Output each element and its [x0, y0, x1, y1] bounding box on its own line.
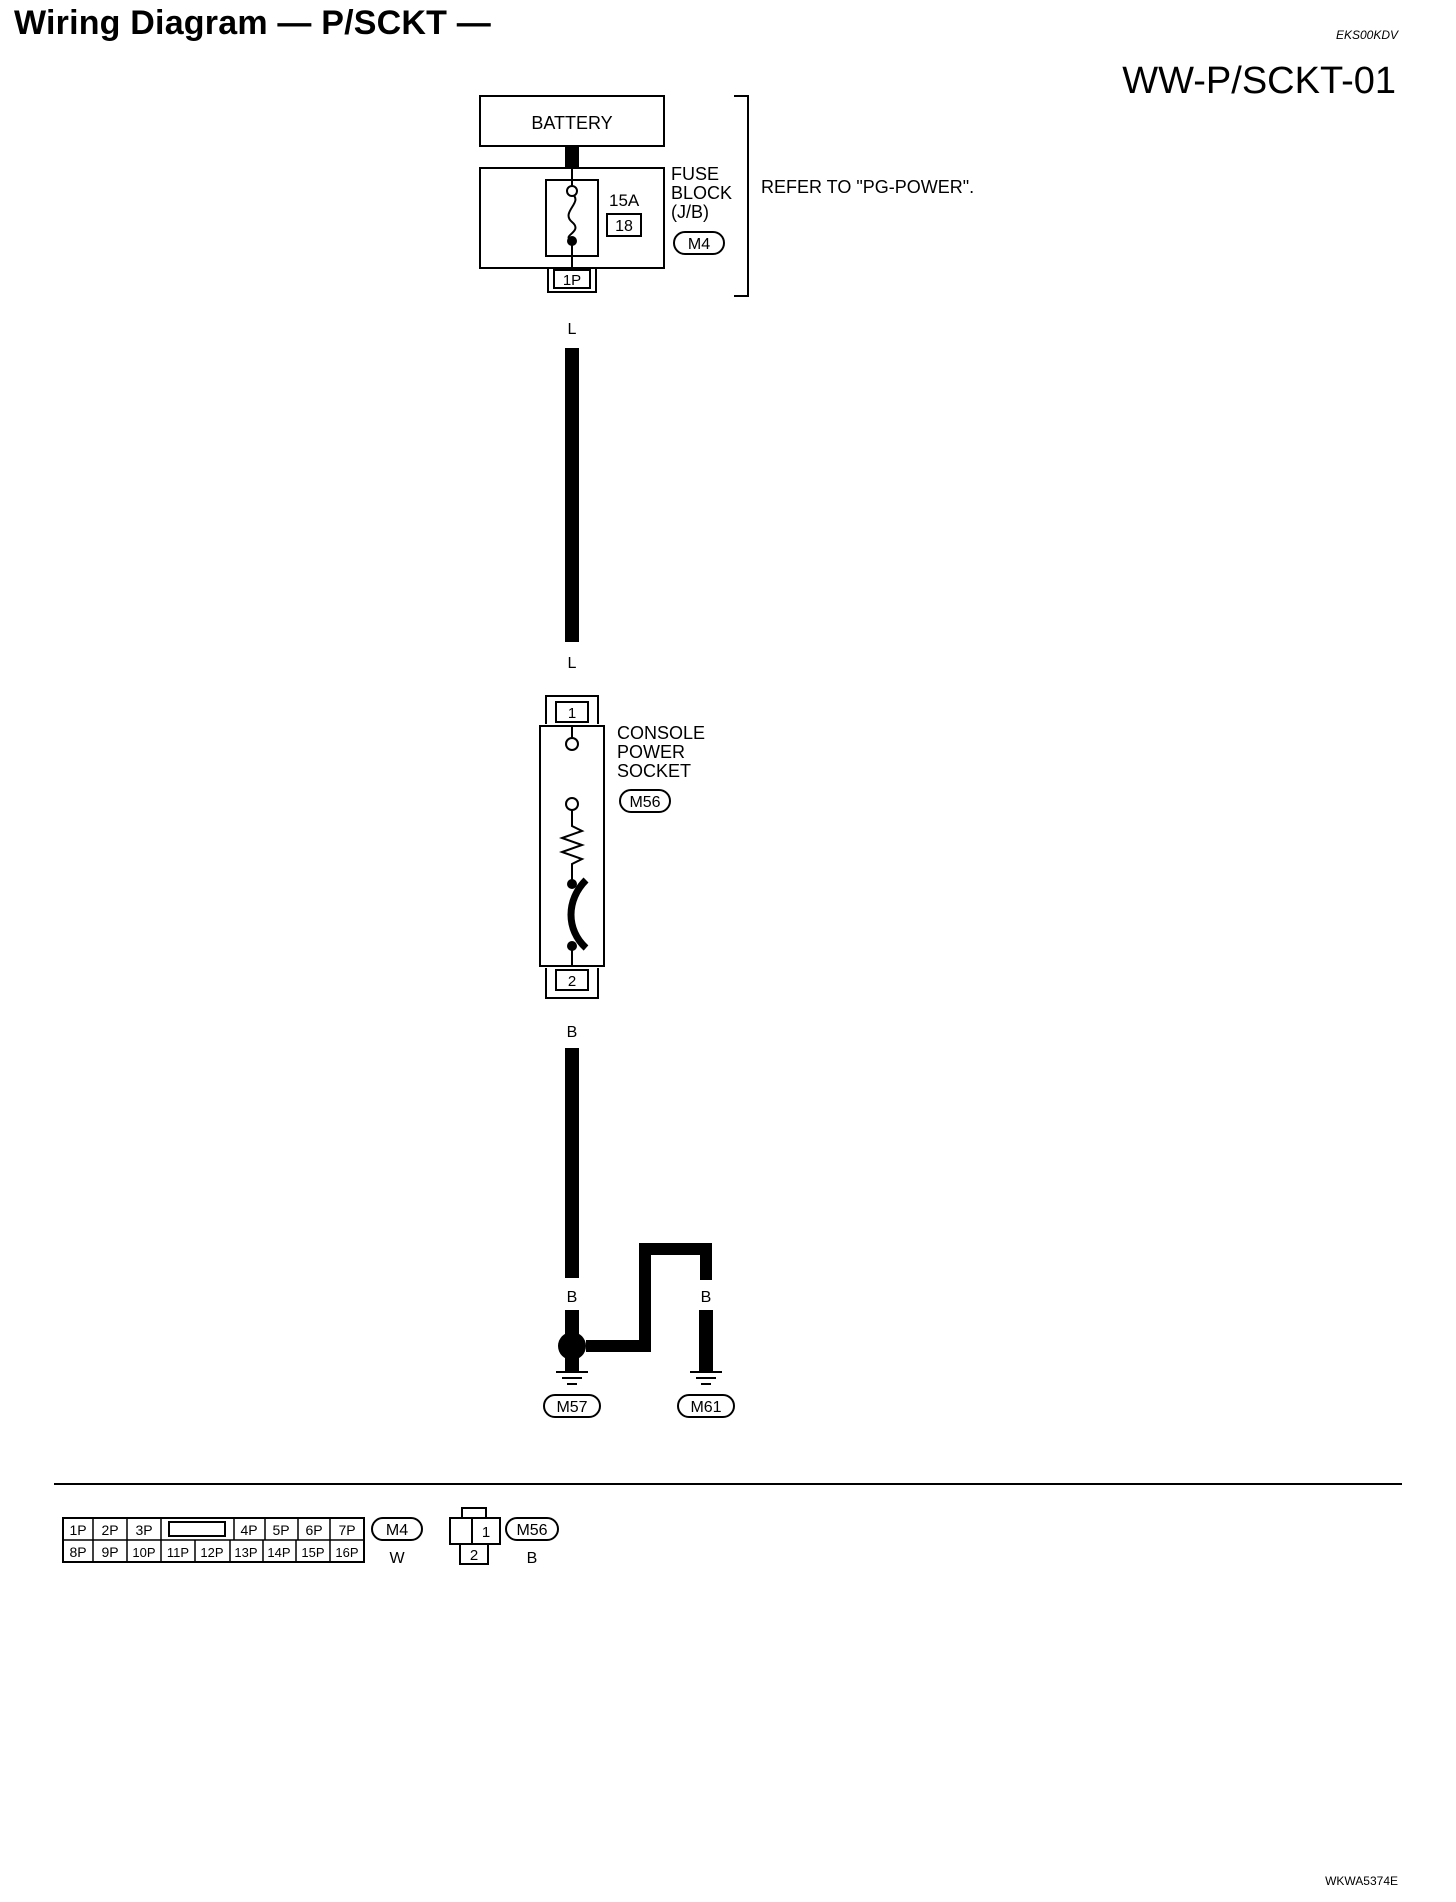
socket-terminal-bottom-housing: [545, 968, 599, 999]
ground-oval-m57: [543, 1394, 601, 1418]
socket-terminal-top-box: [555, 701, 589, 723]
m4-pin-15P: 15P: [301, 1545, 324, 1560]
m4-pin-5P: 5P: [272, 1522, 289, 1538]
m4-pin-13P: 13P: [234, 1545, 257, 1560]
socket-contact-icon: [567, 877, 589, 951]
wire-color-top: L: [568, 321, 577, 338]
socket-terminal-top: 1: [568, 705, 576, 722]
fuse-bottom-terminal: [567, 236, 577, 246]
wire-color-mid: L: [568, 655, 577, 672]
ground-jumper-wire: [586, 1243, 712, 1352]
m4-connector-oval: [371, 1517, 423, 1541]
refer-note: REFER TO "PG-POWER".: [761, 177, 974, 197]
resistor-icon: [558, 810, 586, 880]
ground-wire-right: [699, 1310, 713, 1372]
m4-pin-4P: 4P: [240, 1522, 257, 1538]
refer-bracket: [734, 95, 749, 297]
m4-pin-7P: 7P: [338, 1522, 355, 1538]
m4-connector-name: M4: [386, 1522, 408, 1539]
fuse-block-label-2: BLOCK: [671, 183, 732, 203]
battery-label: BATTERY: [531, 113, 612, 133]
socket-label-3: SOCKET: [617, 761, 691, 781]
socket-connector-id: M56: [629, 794, 660, 811]
socket-element-top-circle: [565, 797, 579, 811]
document-code: EKS00KDV: [1335, 28, 1398, 42]
ground-icon-m61: [690, 1371, 722, 1385]
fuse-terminal-box: [553, 269, 591, 289]
socket-terminal-bottom: 2: [568, 973, 576, 990]
ground-icon-m57: [556, 1371, 588, 1385]
m56-connector-name: M56: [516, 1522, 547, 1539]
ground-wire-mid-color: B: [640, 1289, 651, 1306]
footer-code: WKWA5374E: [1325, 1874, 1398, 1888]
socket-terminal-bottom-box: [555, 969, 589, 991]
m4-pin-1P: 1P: [69, 1522, 86, 1538]
page-title: Wiring Diagram — P/SCKT —: [14, 4, 491, 42]
m56-connector-color: B: [527, 1550, 538, 1567]
m4-pin-10P: 10P: [132, 1545, 155, 1560]
battery-box: [479, 95, 665, 147]
socket-label-1: CONSOLE: [617, 723, 705, 743]
ground-wire-right-color: B: [701, 1289, 712, 1306]
fuse-block-label-3: (J/B): [671, 202, 709, 222]
m56-pin-1: 1: [482, 1524, 490, 1541]
connector-view-m4: [62, 1517, 365, 1563]
m4-pin-14P: 14P: [267, 1545, 290, 1560]
m4-pin-2P: 2P: [101, 1522, 118, 1538]
socket-terminal-top-housing: [545, 695, 599, 724]
socket-terminal-top-circle: [565, 737, 579, 751]
ground-label-m61: M61: [690, 1399, 721, 1416]
fuse-terminal-label: 1P: [563, 272, 581, 289]
fuse-amperage: 15A: [609, 191, 640, 210]
m4-pin-12P: 12P: [200, 1545, 223, 1560]
wire-color-lower: B: [567, 1024, 578, 1041]
fuse-block-connector-oval: [673, 231, 725, 255]
socket-connector-oval: [619, 789, 671, 813]
fuse-number: 18: [615, 218, 633, 235]
ground-label-m57: M57: [556, 1399, 587, 1416]
connector-view-m56: [449, 1507, 501, 1565]
socket-label-2: POWER: [617, 742, 685, 762]
m4-connector-color: W: [389, 1550, 405, 1567]
fuse-top-terminal: [566, 185, 578, 197]
wire-upper: [565, 348, 579, 642]
ground-stub-m57: [565, 1346, 579, 1372]
m4-pin-8P: 8P: [69, 1544, 86, 1560]
ground-wire-left-color: B: [567, 1289, 578, 1306]
m56-pin-2: 2: [470, 1547, 478, 1564]
fuse-number-box: [606, 213, 642, 237]
m4-pin-3P: 3P: [135, 1522, 152, 1538]
ground-oval-m61: [677, 1394, 735, 1418]
m56-connector-oval: [505, 1517, 559, 1541]
wire-battery-fuse: [565, 146, 579, 168]
m4-pin-16P: 16P: [335, 1545, 358, 1560]
wire-lower: [565, 1048, 579, 1278]
fuse-block-connector-id: M4: [688, 236, 710, 253]
fuse-terminal-housing: [547, 268, 597, 293]
m4-pin-6P: 6P: [305, 1522, 322, 1538]
m4-pin-11P: 11P: [167, 1545, 189, 1560]
socket-element-bottom-dot: [567, 941, 577, 951]
m4-pin-9P: 9P: [101, 1544, 118, 1560]
diagram-id: WW-P/SCKT-01: [1122, 60, 1396, 102]
fuse-block-label-1: FUSE: [671, 164, 719, 184]
socket-element-mid-dot: [567, 879, 577, 889]
